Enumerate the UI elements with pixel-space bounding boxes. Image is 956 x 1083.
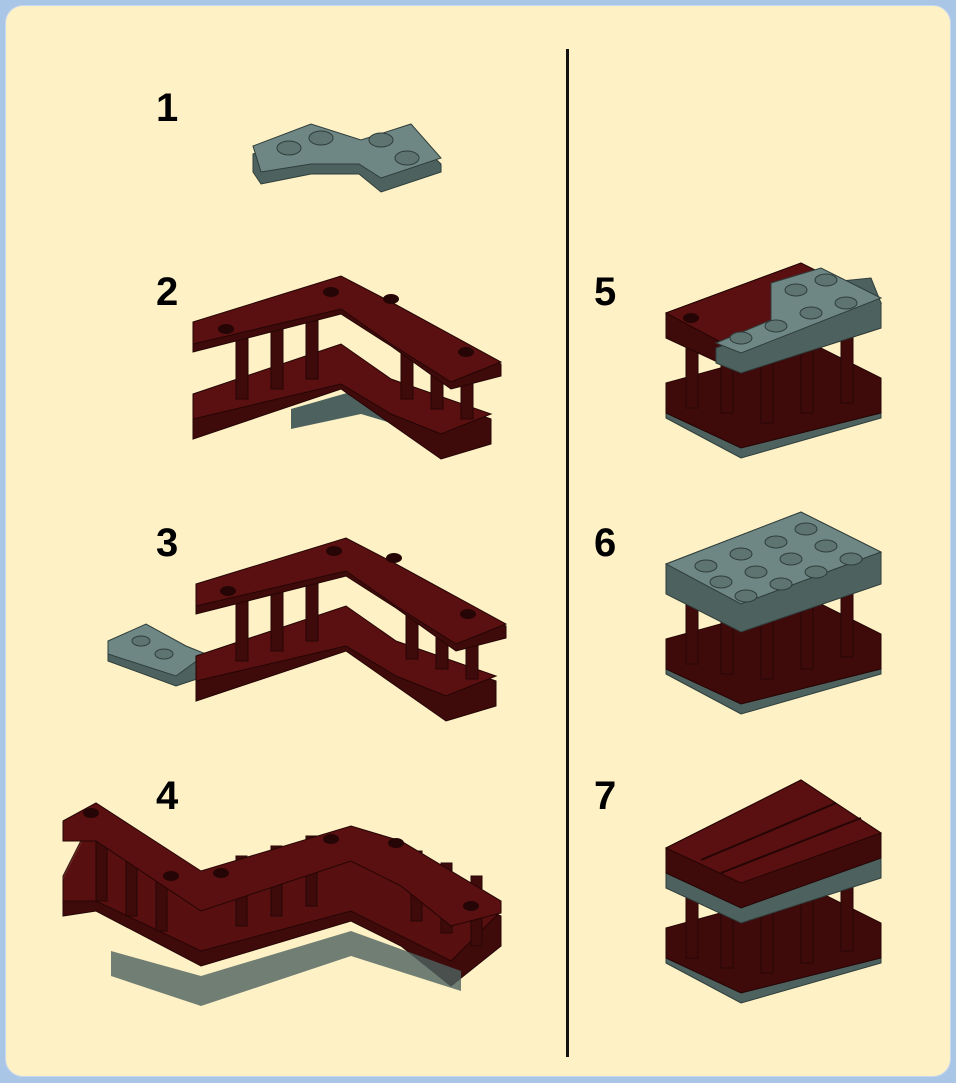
instruction-panel: 1 2 3 4 5 6 7 bbox=[5, 5, 951, 1077]
angle-plate bbox=[253, 124, 441, 192]
step-1-illustration bbox=[251, 114, 451, 194]
step-7-illustration bbox=[661, 778, 891, 1018]
column-block-full-top bbox=[666, 512, 881, 714]
step-6-illustration bbox=[661, 504, 891, 724]
column-block-tile-top bbox=[666, 780, 881, 1003]
railing-corner bbox=[193, 276, 501, 459]
railing-with-plate bbox=[108, 538, 506, 721]
step-4-illustration bbox=[61, 801, 511, 1016]
step-number-5: 5 bbox=[594, 272, 616, 312]
step-5-illustration bbox=[661, 258, 891, 468]
step-2-illustration bbox=[191, 274, 511, 474]
column-divider bbox=[566, 49, 569, 1057]
double-railing bbox=[63, 803, 501, 1006]
step-3-illustration bbox=[106, 536, 516, 736]
column-block-partial-top bbox=[666, 263, 881, 458]
step-number-2: 2 bbox=[156, 272, 178, 312]
step-number-6: 6 bbox=[594, 523, 616, 563]
step-number-1: 1 bbox=[156, 88, 178, 128]
step-number-7: 7 bbox=[594, 776, 616, 816]
